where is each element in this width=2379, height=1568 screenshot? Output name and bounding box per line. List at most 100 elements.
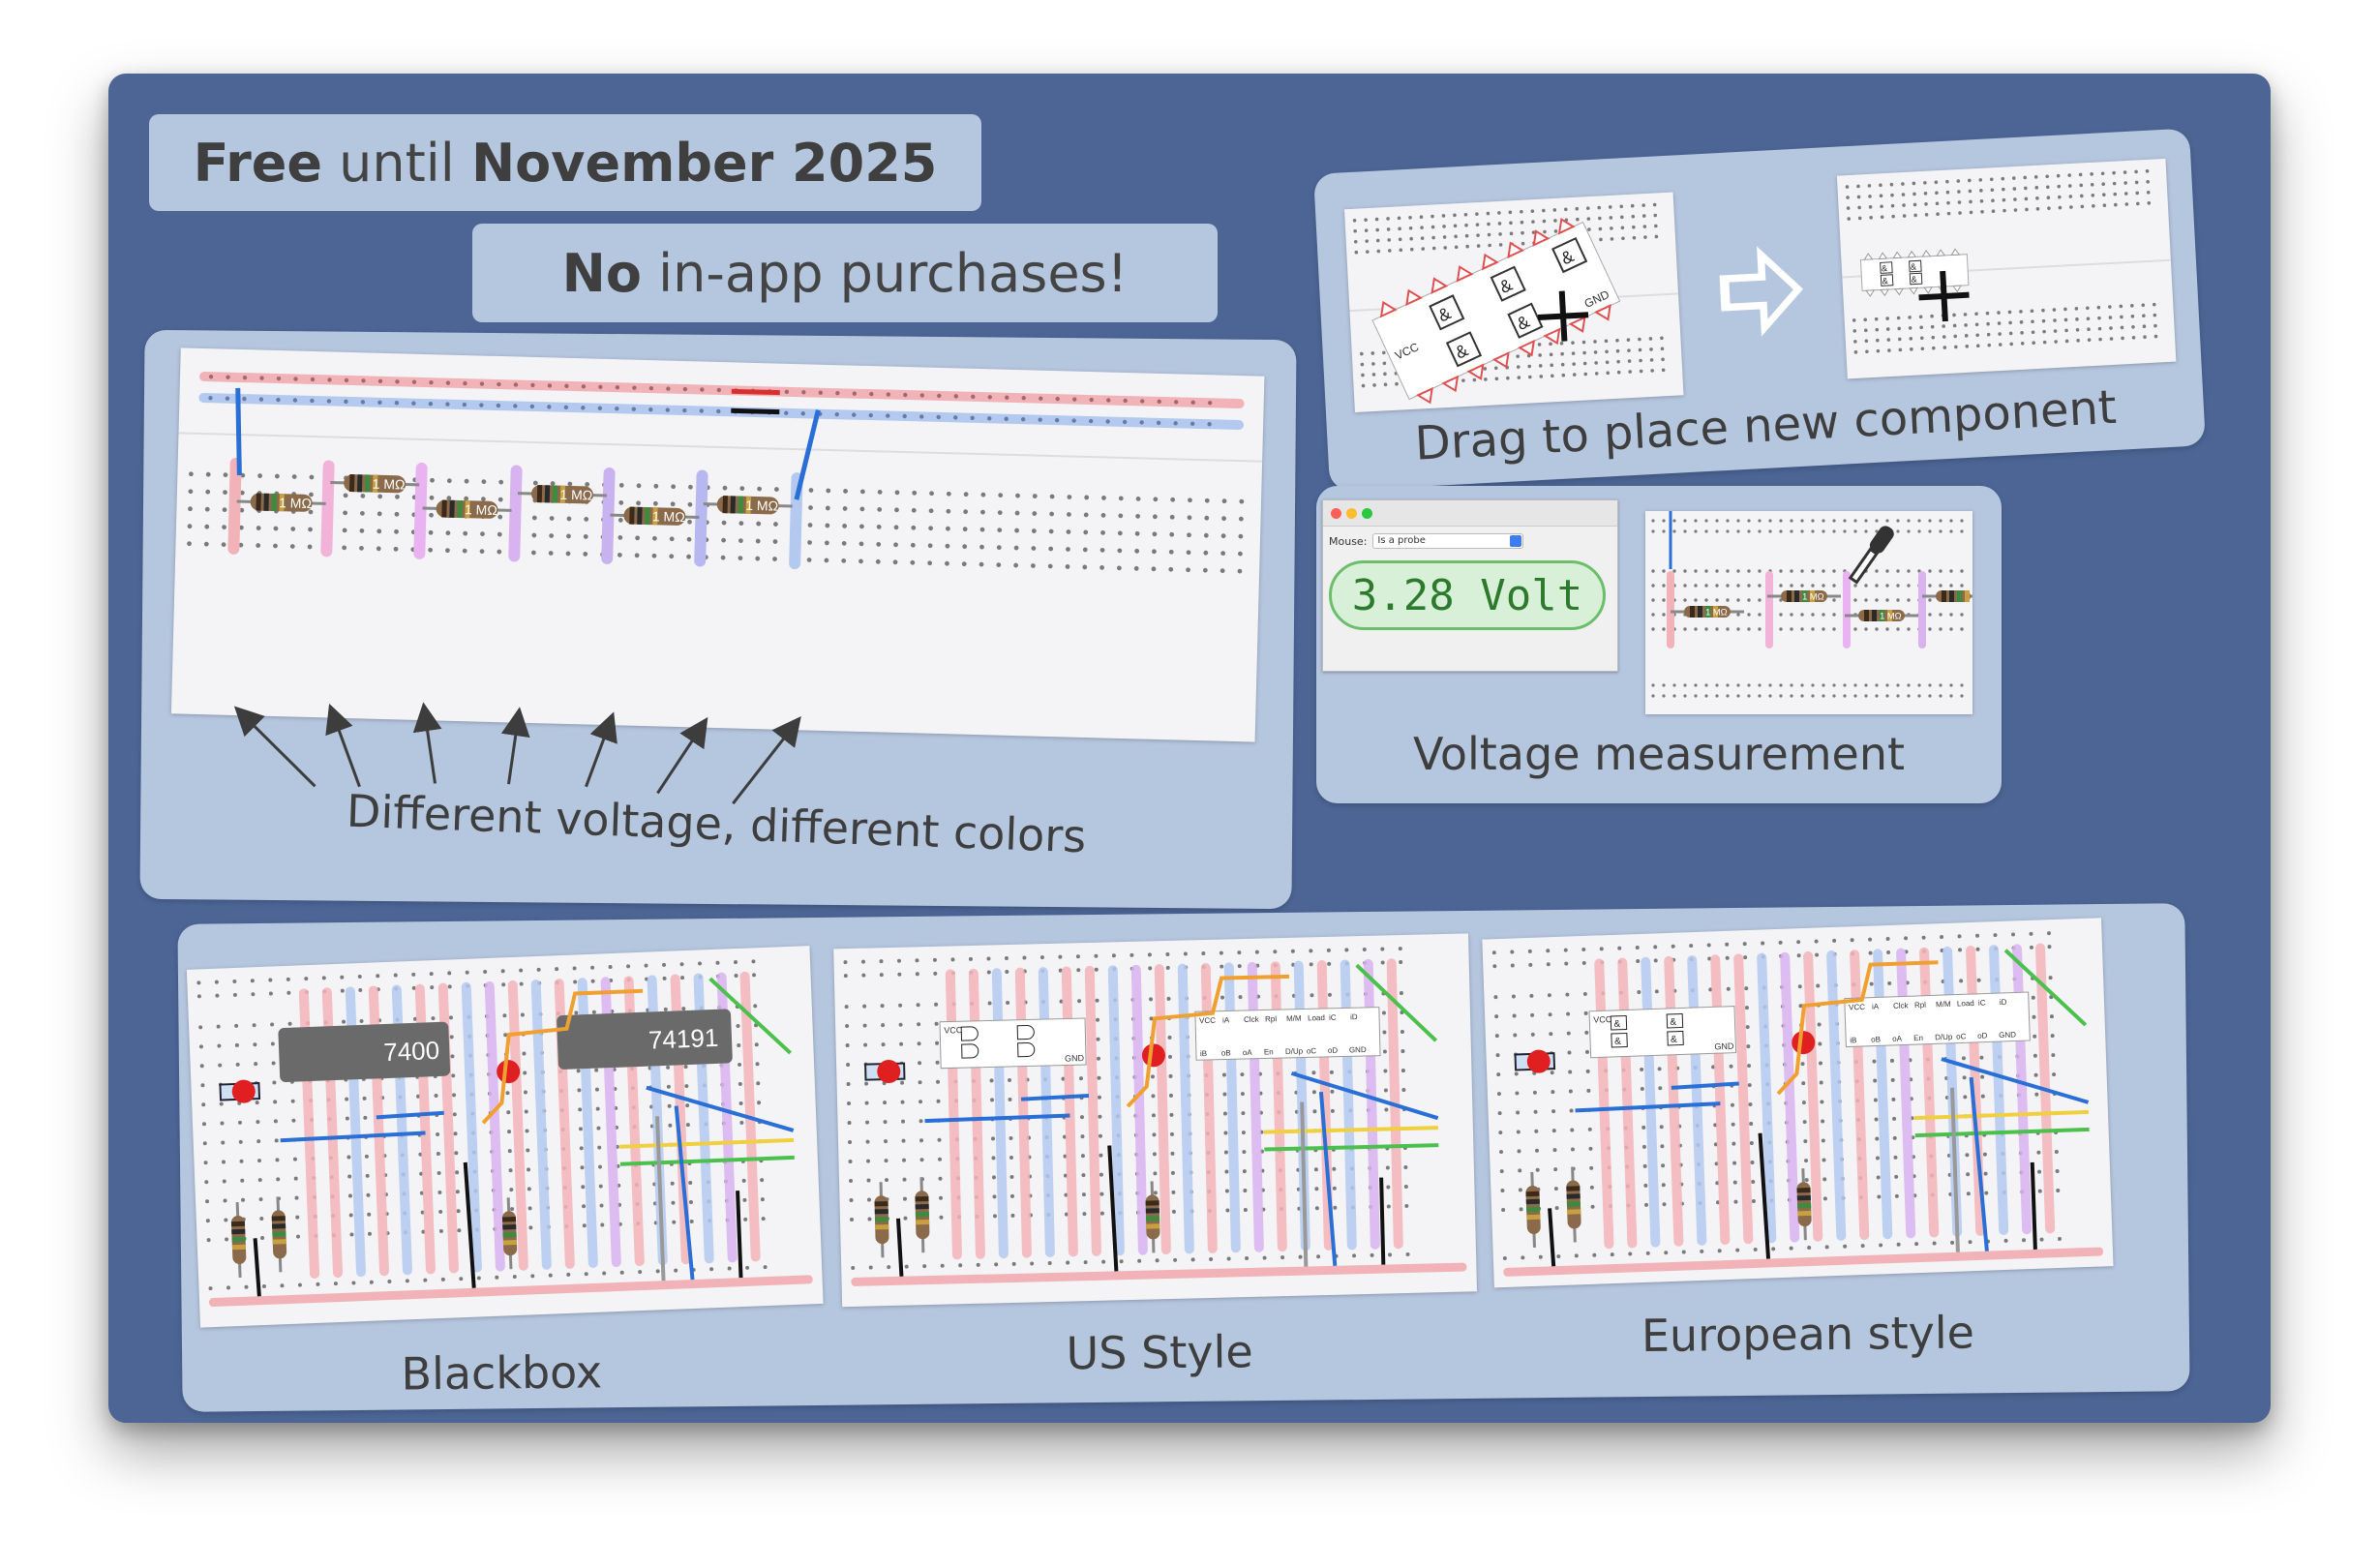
voltage-measurement-caption: Voltage measurement — [1412, 728, 1906, 780]
resistor-label: 1 MΩ — [465, 501, 497, 518]
voltage-strip — [461, 981, 482, 1273]
pin-label: oC — [1307, 1046, 1317, 1055]
gate-symbol: & — [1671, 1035, 1677, 1045]
resistor: 1 MΩ — [610, 506, 700, 526]
pin — [1907, 250, 1917, 258]
voltage-strip — [1061, 966, 1078, 1257]
voltage-strip — [507, 980, 528, 1271]
arrow — [233, 706, 316, 788]
until-label: until — [339, 132, 455, 194]
red-rail — [851, 1262, 1467, 1286]
pin-label: D/Up — [1935, 1033, 1953, 1042]
column-highlight — [601, 467, 616, 565]
promo-canvas: Free until November 2025 No in-app purch… — [108, 74, 2271, 1423]
pin-label: D/Up — [1285, 1047, 1304, 1056]
resistor: 1 MΩ — [517, 485, 608, 504]
zoom-icon[interactable] — [1362, 508, 1372, 519]
wire-green — [2003, 949, 2088, 1027]
led-red-st-us — [877, 1060, 901, 1084]
voltage-strip — [1107, 965, 1125, 1256]
nand-gate — [961, 1043, 979, 1059]
wire-yellow — [1913, 1109, 2090, 1121]
nand-gate — [1880, 261, 1893, 274]
voltage-strip — [1687, 955, 1707, 1246]
voltage-strip — [1363, 958, 1380, 1250]
resistor — [915, 1177, 930, 1253]
wire-blue — [1318, 1091, 1338, 1266]
pin — [1568, 316, 1586, 333]
pin — [1532, 229, 1551, 247]
minimize-icon[interactable] — [1346, 508, 1357, 519]
arrow — [325, 703, 361, 788]
gate-symbol: & — [1670, 1017, 1676, 1028]
nand-gate — [1507, 302, 1544, 339]
pin — [1491, 351, 1510, 369]
pin-label: oB — [1871, 1035, 1881, 1043]
wire-black — [2030, 1161, 2037, 1250]
ic-74191-schematic — [1844, 991, 2031, 1048]
wire-red — [731, 388, 780, 396]
voltage-strip — [1177, 963, 1194, 1254]
gnd-label: GND — [1065, 1053, 1085, 1063]
resistor — [271, 1196, 287, 1273]
blackbox-caption: Blackbox — [401, 1345, 603, 1401]
no-label: No — [561, 242, 642, 304]
voltage-strip — [1664, 955, 1684, 1247]
pin-label: Rpl — [1265, 1014, 1277, 1023]
pin-label: oA — [1243, 1048, 1253, 1057]
column-highlight — [1918, 571, 1926, 648]
nand-gate — [1551, 236, 1588, 274]
led-red-st-eu — [1526, 1049, 1551, 1073]
wire-blue — [674, 1105, 695, 1281]
mouse-label: Mouse: — [1329, 534, 1368, 548]
mouse-row: Mouse: Is a probe — [1329, 533, 1524, 549]
red-rail — [199, 372, 1245, 409]
nand-gate — [1880, 274, 1894, 286]
pin — [1507, 241, 1525, 259]
wire-blue — [235, 387, 242, 476]
voltage-strip — [484, 980, 505, 1272]
blue-rail — [198, 393, 1245, 431]
resistor — [1525, 1171, 1541, 1248]
wire-blue — [1941, 1057, 2090, 1104]
mouse-mode-value: Is a probe — [1377, 535, 1426, 546]
pin-label: Load — [1957, 999, 1974, 1009]
vcc-label: VCC — [1593, 1014, 1612, 1025]
pin — [1936, 249, 1946, 256]
pin — [1950, 248, 1961, 256]
wire-orange — [481, 988, 644, 1125]
voltage-strip — [945, 969, 962, 1260]
voltage-colors-caption: Different voltage, different colors — [346, 784, 1088, 863]
pin-label: iB — [1200, 1049, 1207, 1058]
pin-label: iC — [1978, 999, 1986, 1008]
pin-label: iC — [1329, 1013, 1337, 1022]
arrow — [732, 715, 801, 805]
window-titlebar — [1323, 500, 1617, 527]
wire-blue — [1969, 1076, 1989, 1251]
pin — [1909, 286, 1918, 295]
probe-window: Mouse: Is a probe 3.28 Volt — [1322, 499, 1618, 672]
nand-gate — [1611, 1032, 1628, 1048]
close-icon[interactable] — [1331, 508, 1341, 519]
arrow — [500, 707, 530, 785]
pin — [1593, 304, 1611, 321]
led-red-st-bb — [231, 1079, 256, 1103]
wire-gray — [1949, 1087, 1960, 1252]
voltage-strip — [1594, 958, 1614, 1250]
pin-label: En — [1913, 1034, 1923, 1042]
nand-gate — [1445, 331, 1483, 368]
pin — [1892, 251, 1903, 259]
crosshair-icon — [1918, 270, 1970, 322]
voltage-reading: 3.28 Volt — [1351, 570, 1583, 620]
breadboard-drawing: 1 MΩ1 MΩ1 MΩ1 MΩ1 MΩ1 MΩ — [178, 372, 1263, 574]
wire-green — [1914, 1127, 2090, 1138]
resistor — [501, 1197, 518, 1270]
voltage-strip — [1154, 964, 1171, 1255]
mouse-mode-select[interactable]: Is a probe — [1372, 533, 1524, 549]
ic-body — [1371, 221, 1621, 401]
